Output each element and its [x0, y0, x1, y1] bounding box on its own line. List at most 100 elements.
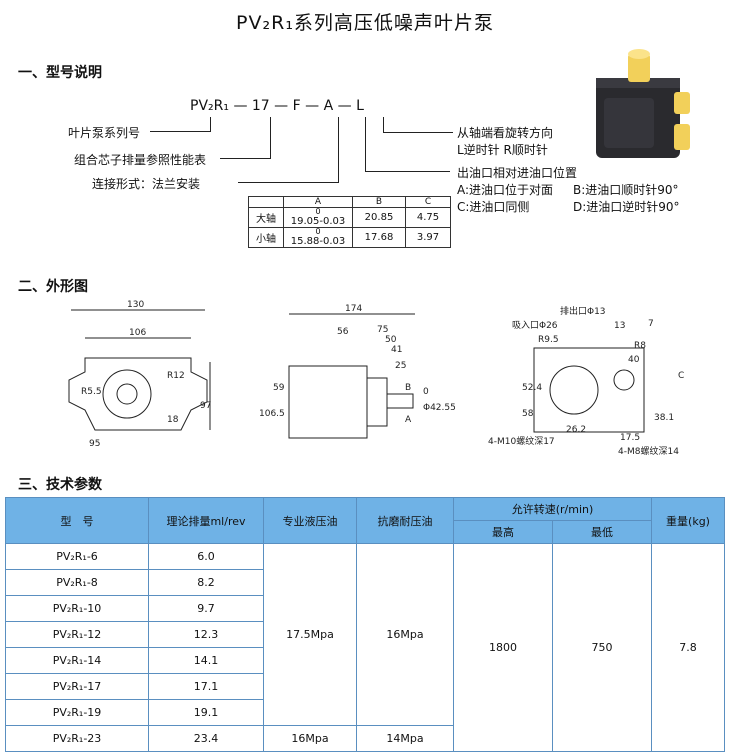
leader-mount-v	[338, 117, 339, 183]
code-rotation: L	[356, 98, 364, 114]
cell-displacement: 19.1	[148, 699, 264, 726]
inlet-port	[549, 365, 599, 415]
table-row: PV₂R₁-6 6.0 17.5Mpa 16Mpa 1800 750 7.8	[5, 543, 725, 752]
cell-model: PV₂R₁-10	[5, 595, 149, 622]
code-series: PV₂R₁	[190, 98, 229, 114]
drawing-side-view: 174 56 75 50 41 25 B A 106.5 59 0 Φ42.55…	[259, 304, 455, 439]
body-outline	[288, 365, 368, 439]
section-spec-title: 三、技术参数	[18, 477, 102, 493]
code-disp: 17	[251, 98, 270, 114]
shaft-header-b: B	[352, 196, 406, 208]
dim-r12: R12	[167, 371, 185, 381]
drawing-front-view: 130 106 97 R12 R5.5 18 95	[68, 300, 211, 449]
cell-model: PV₂R₁-14	[5, 647, 149, 674]
shaft-name: 大轴	[248, 207, 284, 228]
cell-pro-oil-main: 17.5Mpa	[263, 543, 357, 726]
cell-speed-min: 750	[552, 543, 652, 752]
dim-75: 75	[377, 325, 388, 335]
dim-50: 50	[385, 335, 397, 345]
outlet-port	[613, 369, 635, 391]
dim-97: 97	[200, 401, 211, 411]
pump-port-side-2	[674, 124, 690, 150]
th-pro-oil: 专业液压油	[263, 497, 357, 544]
section-drawing-title: 二、外形图	[18, 279, 88, 295]
dim-r8: R8	[634, 341, 646, 351]
dim-262: 26.2	[566, 425, 586, 435]
leader-disp-h	[220, 158, 271, 159]
shaft-a-tol: 0	[315, 207, 321, 216]
cell-model: PV₂R₁-8	[5, 569, 149, 596]
shaft-header-blank	[248, 196, 284, 208]
pump-top	[596, 78, 680, 88]
dim-41: 41	[391, 345, 402, 355]
shaft-c: 3.97	[405, 227, 451, 248]
code-sep-4: —	[337, 98, 352, 114]
drawing-rear-view: 排出口Φ13 吸入口Φ26 R9.5 13 7 R8 40 52.4 58 38…	[488, 305, 684, 457]
th-speed: 允许转速(r/min)	[453, 497, 652, 521]
th-speed-min: 最低	[552, 520, 652, 544]
pump-port-side-1	[674, 92, 690, 114]
leader-port-v	[365, 117, 366, 172]
shaft-circle	[116, 383, 138, 405]
dim-tol-0: 0	[423, 387, 429, 397]
dim-7: 7	[648, 319, 654, 329]
label-port-title: 出油口相对进油口位置	[457, 166, 578, 180]
model-code: PV₂R₁ — 17 — F — A — L	[190, 98, 364, 114]
label-connection: 连接形式：法兰安装	[92, 177, 201, 191]
shaft-outline	[386, 393, 414, 409]
code-port: A	[323, 98, 334, 114]
label-outlet: 排出口Φ13	[560, 305, 606, 317]
label-port-c: C:进油口同侧	[457, 200, 530, 214]
cell-displacement: 14.1	[148, 647, 264, 674]
dim-59: 59	[273, 383, 285, 393]
cell-model: PV₂R₁-12	[5, 621, 149, 648]
shaft-a-val: 19.05-0.03	[290, 216, 346, 227]
shaft-header-c: C	[405, 196, 451, 208]
shaft-header-a: A	[283, 196, 353, 208]
dim-18: 18	[167, 415, 179, 425]
dim-524: 52.4	[522, 383, 542, 393]
dim-a: A	[405, 415, 412, 425]
pump-port-top	[628, 54, 650, 82]
dim-40: 40	[628, 355, 640, 365]
dim-56: 56	[337, 327, 349, 337]
label-rotation-title: 从轴端看旋转方向	[457, 126, 554, 140]
rear-outline	[533, 347, 645, 433]
label-m8: 4-M8螺纹深14	[618, 445, 679, 457]
dim-130: 130	[127, 300, 144, 310]
leader-disp-v	[270, 117, 271, 159]
cell-displacement: 6.0	[148, 543, 264, 570]
leader-mount-h	[238, 182, 339, 183]
dim-r95: R9.5	[538, 335, 559, 345]
label-port-a: A:进油口位于对面	[457, 183, 554, 197]
pump-photo	[596, 49, 690, 158]
shaft-b: 20.85	[352, 207, 406, 228]
shaft-name: 小轴	[248, 227, 284, 248]
cell-displacement: 8.2	[148, 569, 264, 596]
th-speed-max: 最高	[453, 520, 553, 544]
dim-r55: R5.5	[81, 387, 102, 397]
page-title: PV₂R₁系列高压低噪声叶片泵	[236, 12, 494, 34]
cell-displacement: 9.7	[148, 595, 264, 622]
cell-model: PV₂R₁-6	[5, 543, 149, 570]
dim-58: 58	[522, 409, 534, 419]
code-sep-3: —	[305, 98, 320, 114]
cell-wear-oil-main: 16Mpa	[356, 543, 454, 726]
dim-25: 25	[395, 361, 406, 371]
cell-speed-max: 1800	[453, 543, 553, 752]
flange-outline	[68, 357, 208, 431]
label-rotation-desc: L逆时针 R顺时针	[457, 143, 548, 157]
cell-model: PV₂R₁-17	[5, 673, 149, 700]
shaft-a-tol: 0	[315, 227, 321, 236]
label-inlet: 吸入口Φ26	[512, 320, 558, 331]
hub-circle	[102, 369, 152, 419]
shaft-c: 4.75	[405, 207, 451, 228]
code-sep-1: —	[233, 98, 248, 114]
leader-rot-h	[383, 132, 453, 133]
dim-1065: 106.5	[259, 409, 285, 419]
code-sep-2: —	[274, 98, 289, 114]
cell-pro-oil-last: 16Mpa	[263, 725, 357, 752]
table-row: PV₂R₁-14 14.1	[5, 647, 725, 674]
